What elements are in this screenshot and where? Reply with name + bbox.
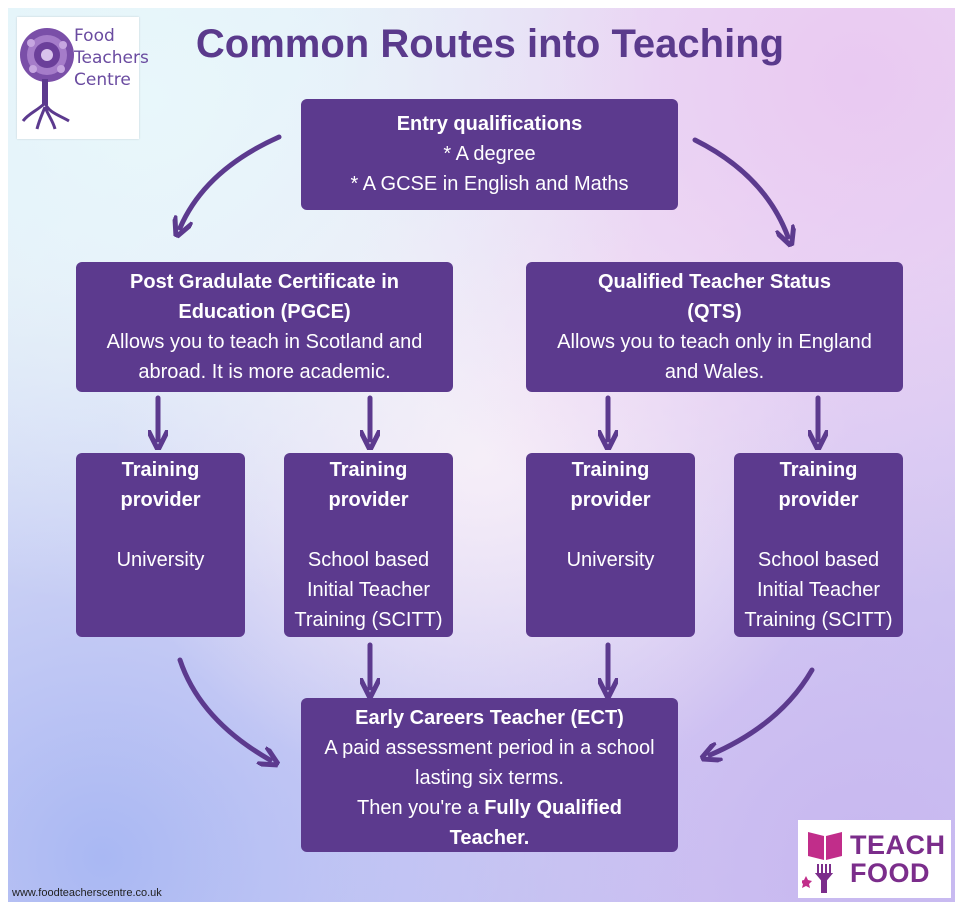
pgce-box: Post Gradulate Certificate in Education … [76, 262, 453, 392]
ect-description-line1: A paid assessment period in a school [324, 737, 655, 759]
arrow-entry-to-pgce [180, 134, 282, 228]
tree-icon [20, 28, 74, 130]
provider-type: School based [307, 549, 430, 571]
ect-final-line: Then you're a Fully Qualified [356, 797, 623, 819]
provider-type: Training (SCITT) [294, 609, 443, 631]
pgce-description-line2: abroad. It is more academic. [138, 361, 391, 383]
footer-url: www.foodteacherscentre.co.uk [12, 887, 162, 899]
provider-type: Initial Teacher [756, 579, 881, 601]
arrow-entry-to-qts [692, 137, 788, 237]
provider-heading: provider [570, 489, 651, 511]
provider-heading: Training [329, 459, 408, 481]
qts-heading-line1: Qualified Teacher Status [597, 271, 832, 293]
training-provider-box-1: Training provider University [76, 453, 245, 637]
provider-type: Initial Teacher [306, 579, 431, 601]
entry-qualifications-box: Entry qualifications * A degree * A GCSE… [301, 99, 678, 210]
entry-item: * A degree [443, 143, 536, 165]
provider-type: University [566, 549, 655, 571]
training-provider-box-3: Training provider University [526, 453, 695, 637]
food-teachers-centre-logo: Food Teachers Centre [17, 17, 149, 139]
provider-heading: provider [328, 489, 409, 511]
pgce-description-line1: Allows you to teach in Scotland and [106, 331, 423, 353]
provider-heading: provider [778, 489, 859, 511]
provider-type: Training (SCITT) [744, 609, 893, 631]
provider-heading: Training [571, 459, 650, 481]
ect-final-bold: Teacher. [449, 827, 530, 849]
qts-heading-line2: (QTS) [687, 301, 742, 323]
book-fork-icon [802, 832, 842, 893]
page-title: Common Routes into Teaching [195, 22, 785, 66]
pgce-heading-line2: Education (PGCE) [178, 301, 351, 323]
teach-food-logo: TEACH FOOD [798, 820, 951, 898]
arrow-provider1-to-ect [177, 657, 270, 760]
training-provider-box-4: Training provider School based Initial T… [734, 453, 903, 637]
qts-description-line1: Allows you to teach only in England [557, 331, 872, 353]
ect-heading: Early Careers Teacher (ECT) [355, 707, 624, 729]
arrow-provider4-to-ect [710, 667, 815, 755]
provider-heading: Training [779, 459, 858, 481]
logo-text: Food Teachers Centre [74, 26, 149, 90]
provider-type: School based [757, 549, 880, 571]
entry-item: * A GCSE in English and Maths [350, 173, 629, 195]
provider-type: University [116, 549, 205, 571]
qts-box: Qualified Teacher Status (QTS) Allows yo… [526, 262, 903, 392]
qts-description-line2: and Wales. [664, 361, 765, 383]
provider-heading: provider [120, 489, 201, 511]
logo-word-teach: TEACH [850, 830, 946, 860]
ect-description-line2: lasting six terms. [415, 767, 564, 789]
pgce-heading-line1: Post Gradulate Certificate in [130, 271, 399, 293]
entry-heading: Entry qualifications [396, 113, 583, 135]
ect-box: Early Careers Teacher (ECT) A paid asses… [301, 698, 678, 852]
provider-heading: Training [121, 459, 200, 481]
logo-word-food: FOOD [850, 858, 930, 888]
training-provider-box-2: Training provider School based Initial T… [284, 453, 453, 637]
